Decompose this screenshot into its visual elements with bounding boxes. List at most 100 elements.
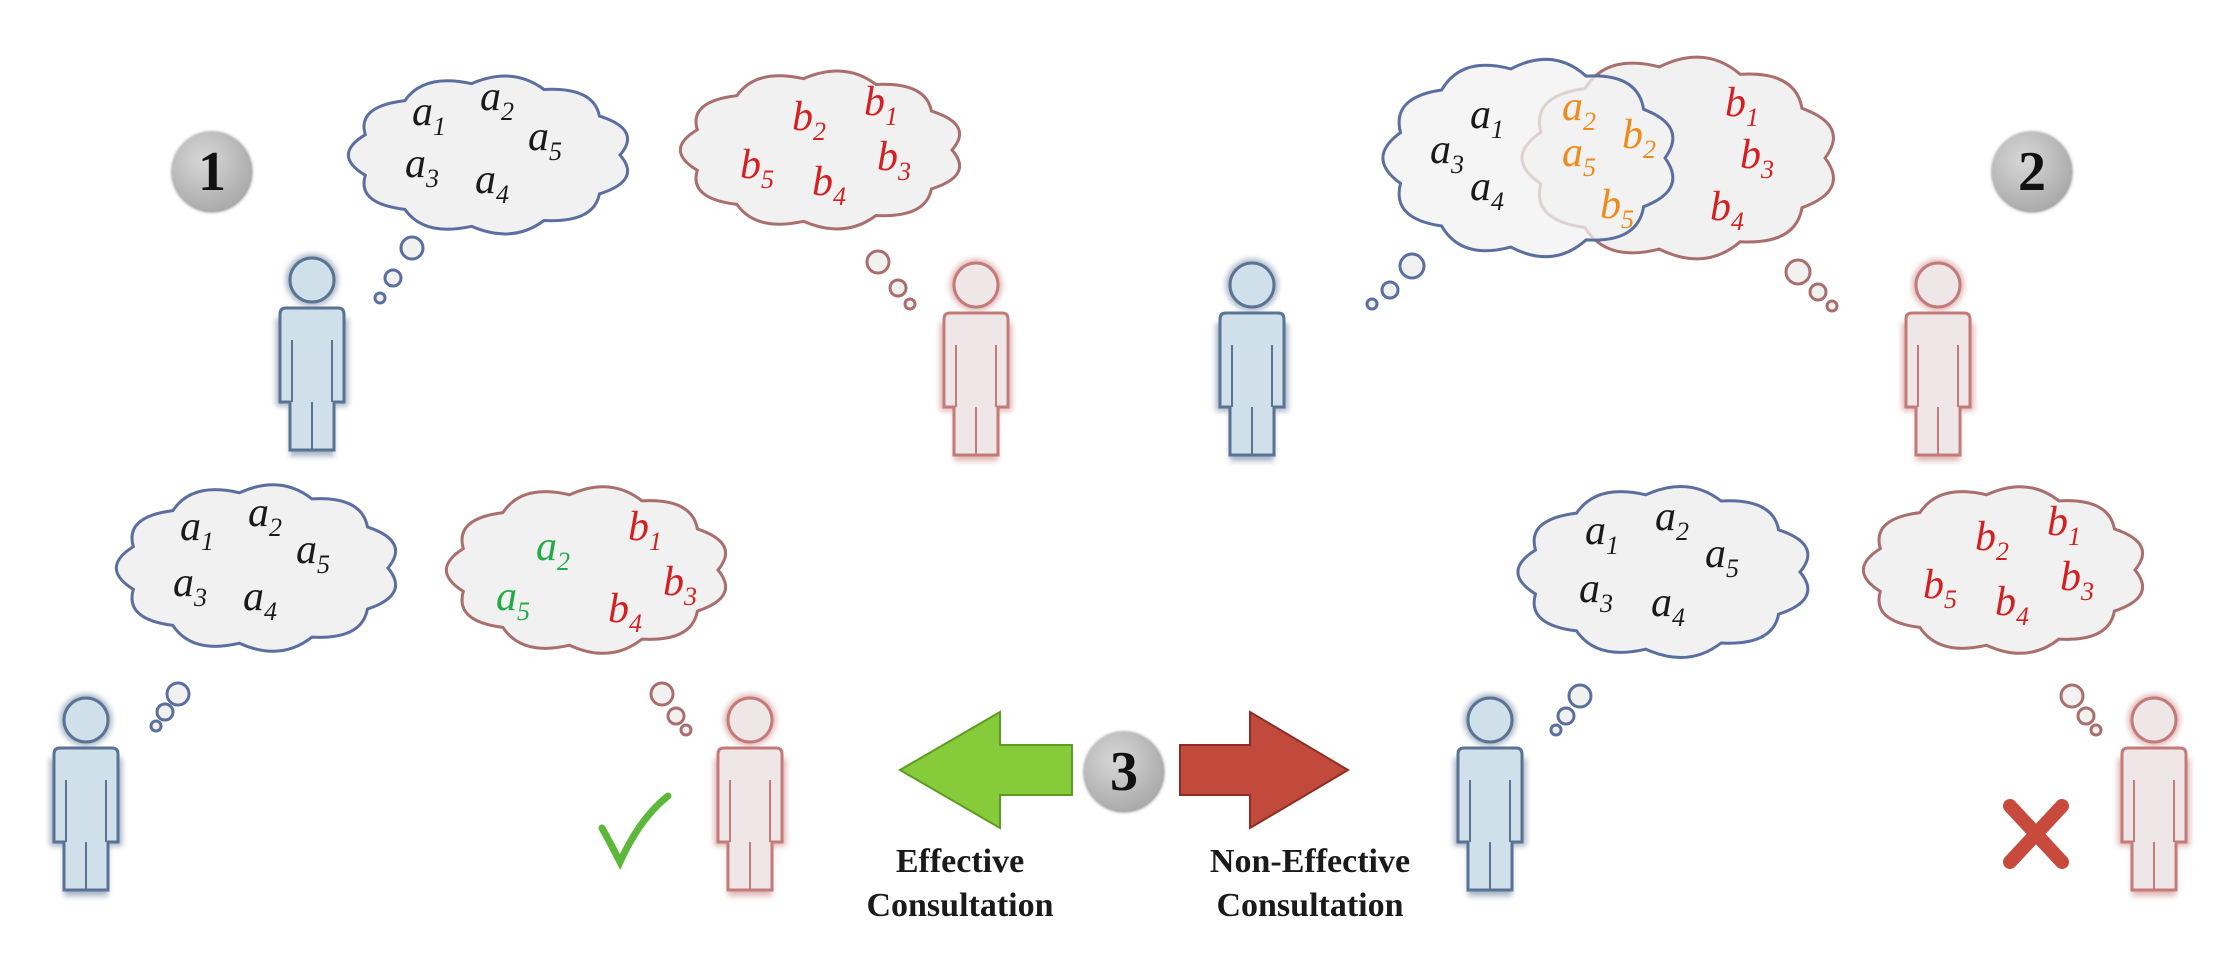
- effective-label-line2: Consultation: [866, 887, 1054, 924]
- cloud-item-subscript: 2: [1643, 135, 1656, 164]
- cloud-item-subscript: 5: [1726, 554, 1739, 583]
- thought-bubble-dot: [1556, 706, 1576, 726]
- cloud-item-subscript: 2: [269, 513, 282, 542]
- cloud-item-subscript: 3: [683, 582, 697, 611]
- cloud-item: a3: [405, 141, 439, 193]
- cloud-item: a5: [1705, 531, 1739, 583]
- cloud-item-subscript: 1: [885, 102, 898, 131]
- cloud-item-subscript: 3: [425, 164, 439, 193]
- person-head: [1466, 696, 1514, 744]
- cloud-item-subscript: 1: [2068, 522, 2081, 551]
- cloud-item-subscript: 5: [761, 165, 774, 194]
- cloud-item: b5: [1600, 182, 1634, 234]
- cloud-item-subscript: 3: [193, 583, 207, 612]
- person-body: [716, 746, 784, 892]
- thought-bubble-dot: [666, 706, 686, 726]
- step-1-badge: 1: [172, 132, 252, 212]
- cloud-item-subscript: 2: [557, 547, 570, 576]
- cloud-item-base: a: [1579, 566, 1600, 612]
- cloud-item-subscript: 3: [1760, 155, 1774, 184]
- thought-bubble-dot: [1567, 683, 1593, 709]
- non-effective-label-line2: Consultation: [1216, 887, 1404, 924]
- cloud-item-base: b: [1600, 182, 1621, 228]
- thought-bubble-dot: [2076, 706, 2096, 726]
- cloud-item: a5: [296, 527, 330, 579]
- thought-bubble-dot: [2059, 683, 2085, 709]
- cloud-item-subscript: 1: [649, 527, 662, 556]
- person-icon: [1454, 694, 1526, 896]
- cloud-item-subscript: 2: [1676, 517, 1689, 546]
- person-icon: [50, 694, 122, 896]
- cloud-item-base: a: [1562, 130, 1583, 176]
- cloud-item: a4: [475, 157, 509, 209]
- cloud-item-base: a: [173, 560, 194, 606]
- cloud-item: b3: [663, 559, 697, 611]
- cloud-item-base: a: [1585, 508, 1606, 554]
- person-body: [1904, 311, 1972, 457]
- cloud-item-base: b: [812, 159, 833, 205]
- cloud-item: b3: [877, 134, 911, 186]
- person-icon: [714, 694, 786, 896]
- cloud-item: b3: [1740, 132, 1774, 184]
- thought-bubble-dot: [1825, 299, 1839, 313]
- cloud-item-subscript: 5: [1583, 153, 1596, 182]
- p1-cloud-a: [347, 74, 630, 305]
- cloud-item-subscript: 3: [1599, 589, 1613, 618]
- cloud-item-subscript: 5: [317, 550, 330, 579]
- cloud-item-base: b: [608, 586, 629, 632]
- cloud-item-subscript: 2: [1583, 107, 1596, 136]
- thought-bubble-dot: [155, 702, 175, 722]
- cross-icon: [2003, 799, 2069, 869]
- cloud-item-base: a: [1651, 580, 1672, 626]
- cloud-item-subscript: 3: [1450, 150, 1464, 179]
- cloud-item: b1: [864, 79, 898, 131]
- thought-bubble-dot: [649, 681, 675, 707]
- cloud-item: a2: [480, 74, 514, 126]
- person-head: [1228, 261, 1276, 309]
- person-body: [52, 746, 120, 892]
- cloud-item-subscript: 1: [1606, 531, 1619, 560]
- cloud-item: b4: [1710, 184, 1744, 236]
- cloud-item: b3: [2060, 554, 2094, 606]
- cloud-item-base: a: [496, 574, 517, 620]
- cloud-item: a1: [1470, 92, 1504, 144]
- person-body: [1218, 311, 1286, 457]
- cloud-item: a1: [180, 504, 214, 556]
- cloud-item-subscript: 1: [201, 527, 214, 556]
- p1-cloud-b: [679, 69, 962, 311]
- person-head: [288, 256, 336, 304]
- cloud-item: b2: [792, 94, 826, 146]
- cloud-item-subscript: 1: [1746, 103, 1759, 132]
- cloud-item-base: a: [1562, 84, 1583, 130]
- cloud-item: b4: [812, 159, 846, 211]
- cloud-item: b2: [1622, 112, 1656, 164]
- step-2-number: 2: [2018, 141, 2046, 203]
- thought-bubble-dot: [865, 249, 891, 275]
- p3-left-cloud-b-shape: [445, 485, 728, 655]
- cloud-item-base: b: [1725, 80, 1746, 126]
- person-body: [942, 311, 1010, 457]
- cloud-item: a4: [243, 574, 277, 626]
- arrow-left-icon: [898, 710, 1073, 830]
- thought-bubble-dot: [1365, 297, 1379, 311]
- cloud-item: a1: [1585, 508, 1619, 560]
- person-head: [726, 696, 774, 744]
- cloud-item-base: b: [2047, 499, 2068, 545]
- p3-left-cloud-a: [115, 483, 398, 733]
- cloud-item: b4: [608, 586, 642, 638]
- non-effective-label-line1: Non-Effective: [1209, 843, 1411, 880]
- thought-bubble-dot: [2089, 723, 2103, 737]
- step-3-badge: 3: [1084, 732, 1164, 812]
- person-body: [2120, 746, 2188, 892]
- cloud-item: a5: [528, 114, 562, 166]
- check-icon: [598, 792, 672, 871]
- cloud-item: a1: [412, 89, 446, 141]
- p3-right-cloud-b: [1862, 485, 2145, 737]
- effective-consultation-label: Effective Consultation: [830, 840, 1090, 928]
- p3-left-cloud-a-shape: [115, 483, 398, 653]
- person-icon: [2118, 694, 2190, 896]
- cloud-item: a3: [173, 560, 207, 612]
- cloud-item-base: a: [180, 504, 201, 550]
